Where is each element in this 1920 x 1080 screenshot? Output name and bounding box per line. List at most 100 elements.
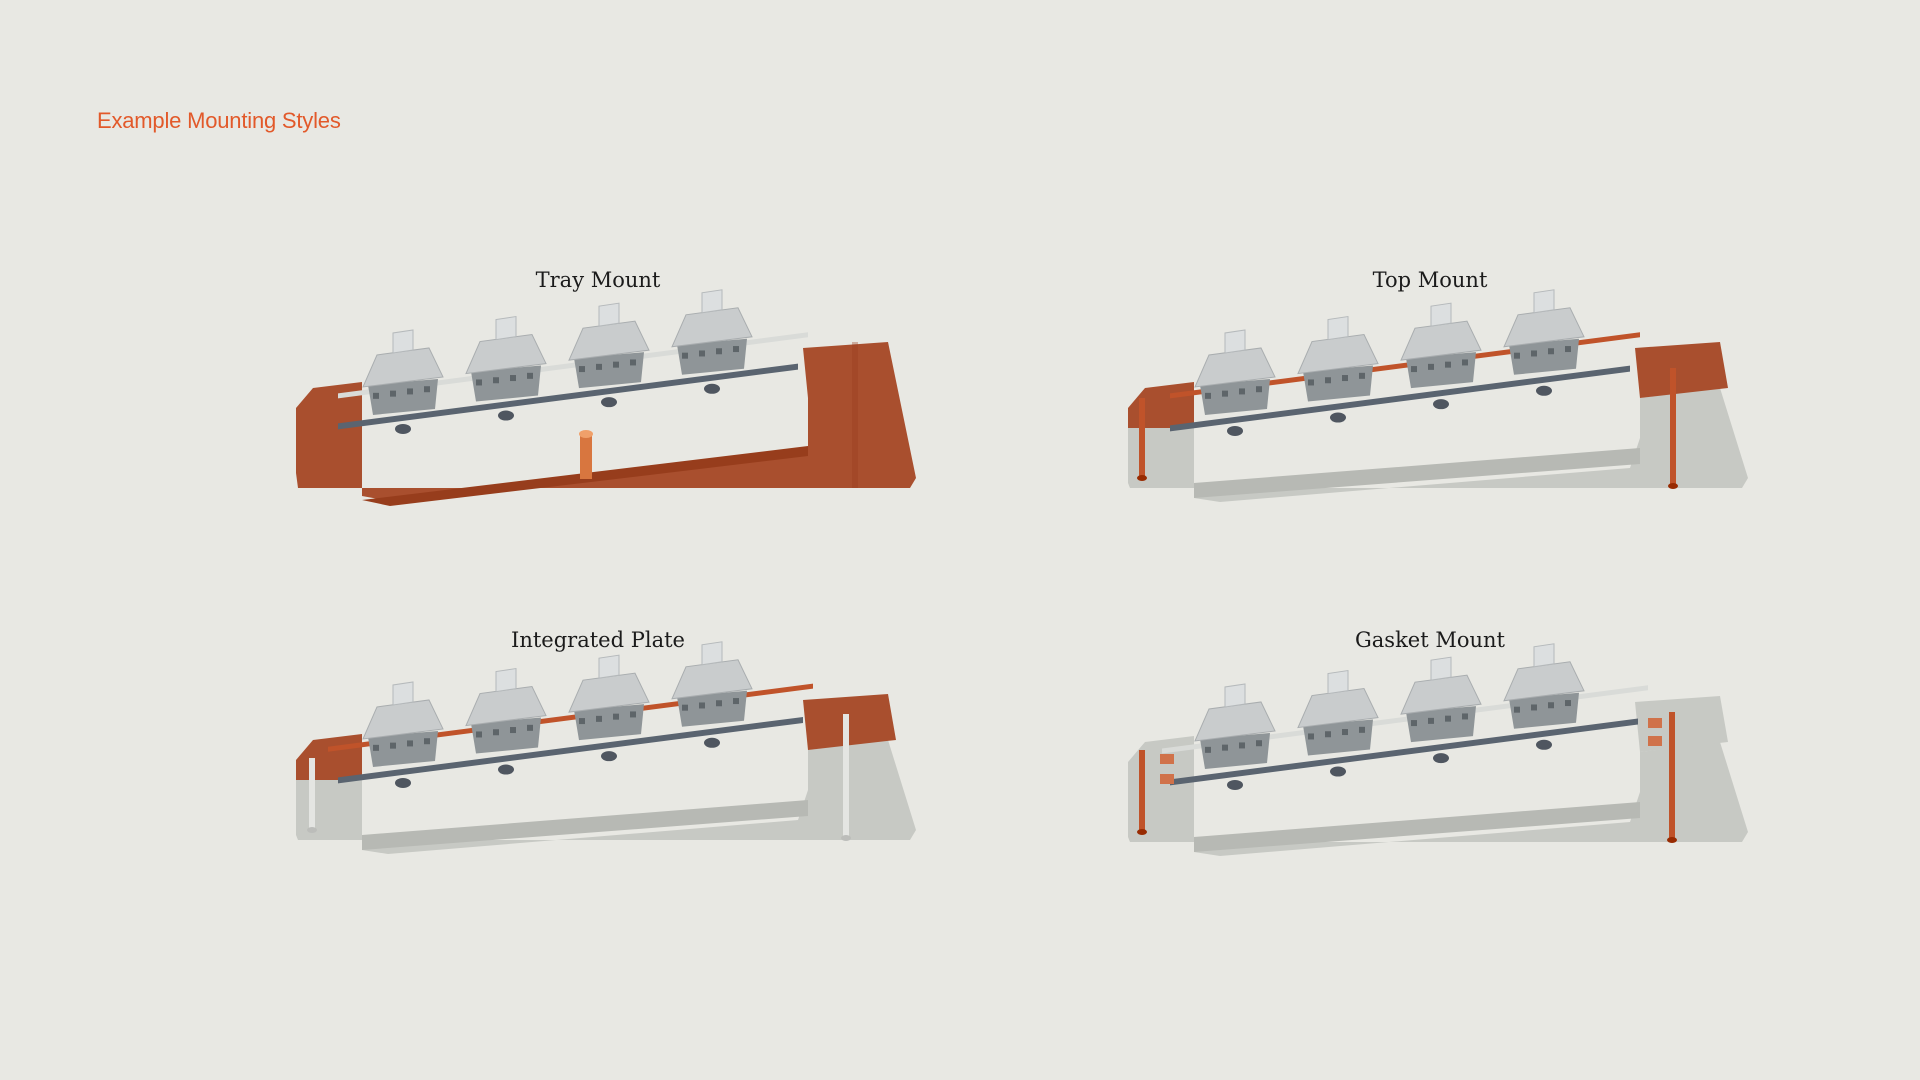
switch-clip-4-3 <box>1548 702 1554 709</box>
switch-top-housing-4 <box>1503 661 1585 702</box>
switch-clip-2-1 <box>476 731 482 738</box>
switch-pin-4 <box>1536 385 1552 396</box>
integrated-screw-right <box>843 714 849 838</box>
switch-clip-4-2 <box>1531 704 1537 711</box>
switch-clip-1-3 <box>1239 388 1245 395</box>
switch-top-housing-4 <box>671 659 753 700</box>
bottom-case-floor <box>1194 802 1640 852</box>
switch-stem-3 <box>598 654 620 679</box>
top-mount-screw-left <box>1139 398 1145 478</box>
switch-bottom-housing-1 <box>1200 732 1270 769</box>
switch-clip-4-1 <box>682 704 688 711</box>
switch-bottom-housing-1 <box>1200 378 1270 415</box>
switch-bottom-housing-3 <box>574 704 644 741</box>
switch-bottom-housing-1 <box>368 378 438 415</box>
switch-clip-4-1 <box>1514 706 1520 713</box>
gasket-left-top <box>1160 754 1174 764</box>
gasket-mount-panel: Gasket Mount <box>1100 628 1760 888</box>
switch-clip-2-4 <box>527 724 533 731</box>
top-case-left <box>1128 382 1194 428</box>
switch-clip-4-3 <box>716 348 722 355</box>
switch-stem-2 <box>495 667 517 693</box>
switch-clip-3-4 <box>630 359 636 366</box>
switch-pin-4 <box>1536 739 1552 750</box>
switch-pin-1 <box>395 777 411 788</box>
switch-bottom-housing-4 <box>677 690 747 727</box>
switch-top-housing-3 <box>1400 674 1482 715</box>
switch-clip-2-3 <box>510 375 516 382</box>
switch-clip-4-4 <box>733 698 739 705</box>
page-heading: Example Mounting Styles <box>97 108 341 133</box>
switch-stem-4 <box>701 289 723 314</box>
gasket-mount-title: Gasket Mount <box>1355 628 1505 652</box>
switch-pin-3 <box>601 397 617 408</box>
switch-clip-1-4 <box>424 386 430 393</box>
switch-pin-3 <box>1433 399 1449 410</box>
integrated-screw-right-head <box>841 835 851 841</box>
tray-case-wall-shade <box>852 342 858 488</box>
switch-clip-1-2 <box>1222 390 1228 397</box>
tray-standoff-top <box>579 430 593 438</box>
switch-clip-4-1 <box>1514 352 1520 359</box>
switch-pin-2 <box>498 410 514 421</box>
switch-top-housing-2 <box>1297 334 1379 375</box>
switch-pin-1 <box>1227 425 1243 436</box>
switch-clip-3-1 <box>1411 720 1417 727</box>
tray-standoff <box>580 434 592 479</box>
integrated-plate-diagram <box>296 641 916 854</box>
integrated-plate-panel: Integrated Plate <box>268 628 928 888</box>
gasket-right-bottom <box>1648 736 1662 746</box>
switch-bottom-housing-3 <box>1406 706 1476 743</box>
switch-pin-1 <box>395 423 411 434</box>
switch-clip-3-3 <box>613 361 619 368</box>
switch-clip-1-4 <box>1256 386 1262 393</box>
switch-top-housing-1 <box>362 347 444 388</box>
switch-clip-1-1 <box>373 392 379 399</box>
top-case-right <box>803 694 896 750</box>
switch-bottom-housing-2 <box>1303 719 1373 756</box>
switch-top-housing-1 <box>1194 701 1276 742</box>
switch-clip-1-2 <box>1222 744 1228 751</box>
switch-clip-4-2 <box>699 702 705 709</box>
bottom-case <box>1128 388 1748 502</box>
switch-clip-3-1 <box>1411 366 1417 373</box>
top-mount-title: Top Mount <box>1372 268 1488 292</box>
integrated-plate-title: Integrated Plate <box>511 628 685 652</box>
switch-pin-3 <box>1433 753 1449 764</box>
bottom-case-floor <box>362 800 808 850</box>
tray-diagram-group <box>296 289 916 506</box>
pcb <box>338 716 803 784</box>
gasket-screw-right-head <box>1667 837 1677 843</box>
switch-clip-2-4 <box>527 372 533 379</box>
switch-clip-3-4 <box>1462 359 1468 366</box>
switch-bottom-housing-3 <box>1406 352 1476 389</box>
switch-clip-4-1 <box>682 352 688 359</box>
switch-bottom-housing-2 <box>471 717 541 754</box>
switch-top-housing-4 <box>1503 307 1585 348</box>
switch-clip-1-3 <box>407 740 413 747</box>
switch-clip-4-4 <box>1565 346 1571 353</box>
top-case-right <box>1635 342 1728 398</box>
switch-clip-3-2 <box>596 715 602 722</box>
switch-top-housing-2 <box>1297 688 1379 729</box>
switch-clip-2-2 <box>493 729 499 736</box>
switch-bottom-housing-2 <box>1303 365 1373 402</box>
switch-top-housing-3 <box>568 672 650 713</box>
bottom-case-floor <box>1194 448 1640 498</box>
gasket-right-top <box>1648 718 1662 728</box>
top-diagram-group <box>1128 289 1748 502</box>
switch-clip-2-1 <box>1308 379 1314 386</box>
switch-top-housing-2 <box>465 686 547 727</box>
switch-pin-1 <box>1227 779 1243 790</box>
switch-clip-1-4 <box>1256 740 1262 747</box>
top-mount-screw-right-head <box>1668 483 1678 489</box>
switch-clip-1-1 <box>373 744 379 751</box>
tray-mount-title: Tray Mount <box>535 268 661 292</box>
switch-clip-3-4 <box>1462 713 1468 720</box>
integrated-screw-left-head <box>307 827 317 833</box>
bottom-case <box>1128 742 1748 856</box>
switch-clip-1-1 <box>1205 746 1211 753</box>
gasket-left-bottom <box>1160 774 1174 784</box>
top-mount-screw-right <box>1670 368 1676 486</box>
top-mount-panel: Top Mount <box>1100 268 1760 528</box>
